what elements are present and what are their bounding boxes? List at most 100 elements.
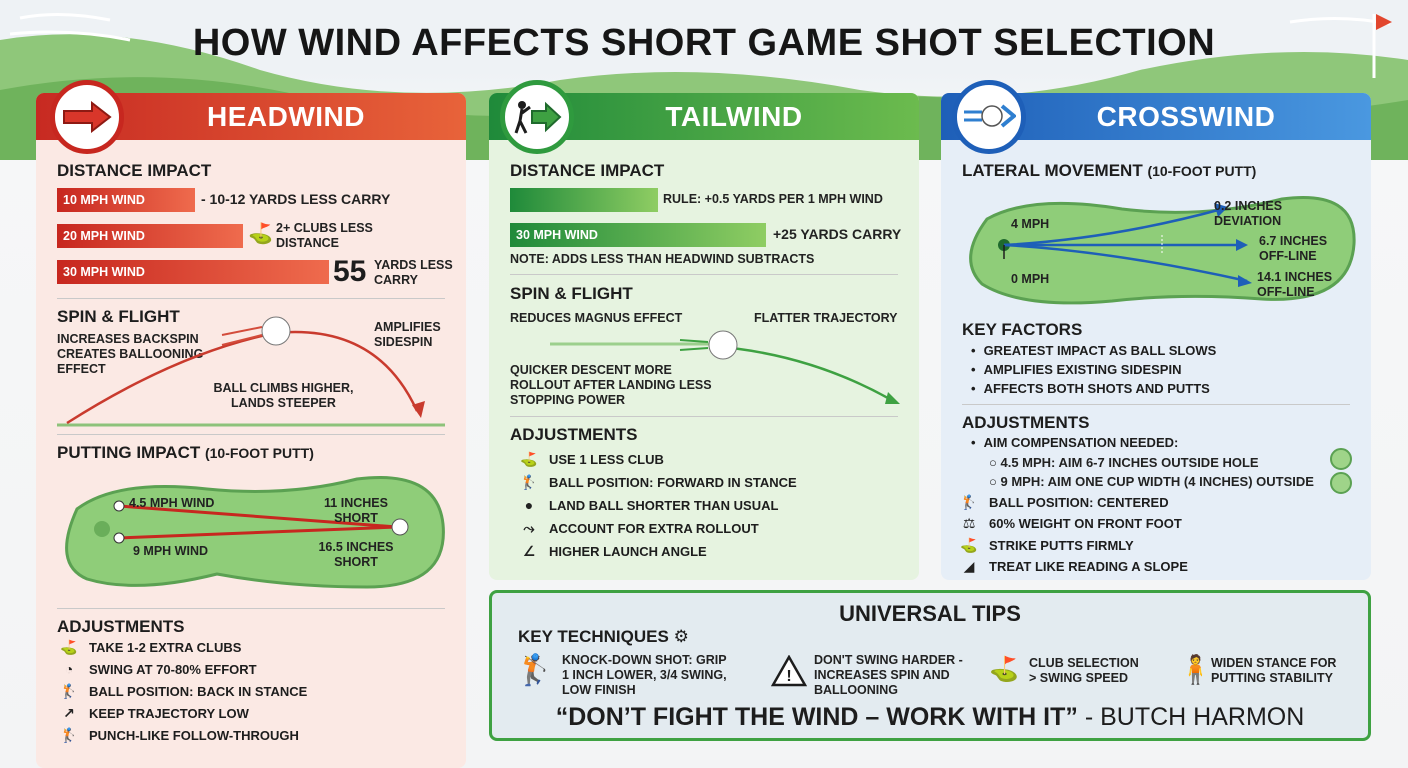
- headwind-bar-20mph-note: 2+ CLUBS LESS DISTANCE: [276, 221, 373, 250]
- adjustment-text: USE 1 LESS CLUB: [549, 451, 664, 467]
- headwind-bar-20mph: 20 MPH WIND: [57, 224, 243, 248]
- tailwind-spin-bottom: QUICKER DESCENT MORE ROLLOUT AFTER LANDI…: [510, 363, 712, 407]
- key-techniques-text: KEY TECHNIQUES: [518, 627, 669, 646]
- divider: [57, 298, 445, 299]
- crosswind-badge: [952, 80, 1026, 154]
- tip-club-selection: CLUB SELECTION > SWING SPEED: [1029, 656, 1139, 685]
- divider: [510, 274, 898, 275]
- crosswind-aim-item: ○ 9 MPH: AIM ONE CUP WIDTH (4 INCHES) OU…: [989, 474, 1314, 489]
- club-selection-icon: ⛳: [989, 656, 1019, 683]
- bar-label: 10 MPH WIND: [63, 193, 145, 207]
- tailwind-adjustment: ∠ HIGHER LAUNCH ANGLE: [517, 541, 707, 561]
- stance-icon: 🧍: [1178, 654, 1213, 685]
- tailwind-adjustment: ⤳ ACCOUNT FOR EXTRA ROLLOUT: [517, 518, 759, 538]
- slope-icon: ◢: [963, 557, 975, 574]
- crosswind-lateral-title: LATERAL MOVEMENT (10-FOOT PUTT): [962, 161, 1256, 181]
- tailwind-adjustment: ● LAND BALL SHORTER THAN USUAL: [517, 495, 779, 515]
- adjustment-text: STRIKE PUTTS FIRMLY: [989, 537, 1134, 553]
- crosswind-adjustment: ◢ TREAT LIKE READING A SLOPE: [957, 556, 1188, 576]
- gauge-icon: ◔: [64, 661, 74, 677]
- headwind-bar-30mph-note: YARDS LESS CARRY: [374, 258, 453, 287]
- headwind-spin-left: INCREASES BACKSPIN CREATES BALLOONING EF…: [57, 332, 204, 376]
- tailwind-title: TAILWIND: [665, 100, 803, 132]
- headwind-adjustment: 🏌 PUNCH-LIKE FOLLOW-THROUGH: [57, 725, 299, 745]
- key-techniques-title: KEY TECHNIQUES ⚙: [518, 627, 689, 647]
- ball-icon: ●: [524, 497, 534, 513]
- crosswind-adjustment: ⚖ 60% WEIGHT ON FRONT FOOT: [957, 513, 1182, 533]
- aim-target-icon: [1330, 472, 1352, 494]
- svg-text:!: !: [786, 668, 791, 685]
- swing-icon: 🏌: [60, 726, 78, 743]
- adjustment-text: LAND BALL SHORTER THAN USUAL: [549, 497, 779, 513]
- lateral-title-text: LATERAL MOVEMENT: [962, 161, 1143, 180]
- aim-item-text: 4.5 MPH: AIM 6-7 INCHES OUTSIDE HOLE: [1000, 455, 1259, 470]
- crosswind-dev2: 6.7 INCHES OFF-LINE: [1259, 234, 1328, 263]
- tailwind-adjustment: 🏌 BALL POSITION: FORWARD IN STANCE: [517, 472, 797, 492]
- adjustment-text: TREAT LIKE READING A SLOPE: [989, 558, 1188, 574]
- adjustment-text: BALL POSITION: FORWARD IN STANCE: [549, 474, 797, 490]
- headwind-panel: HEADWIND DISTANCE IMPACT 10 MPH WIND - 1…: [36, 93, 466, 768]
- tailwind-note: NOTE: ADDS LESS THAN HEADWIND SUBTRACTS: [510, 252, 815, 266]
- divider: [57, 608, 445, 609]
- arrow-right-icon: [63, 101, 112, 133]
- headwind-putting-line2: 9 MPH WIND: [133, 544, 208, 558]
- quote-line: “DON’T FIGHT THE WIND – WORK WITH IT” - …: [492, 703, 1368, 732]
- headwind-spin-right: AMPLIFIES SIDESPIN: [374, 320, 441, 349]
- aim-item-text: 9 MPH: AIM ONE CUP WIDTH (4 INCHES) OUTS…: [1000, 474, 1314, 489]
- putting-subtitle: (10-FOOT PUTT): [204, 445, 314, 461]
- tailwind-distance-title: DISTANCE IMPACT: [510, 161, 665, 180]
- aim-item-icon: ○: [989, 474, 997, 489]
- adjustment-text: ACCOUNT FOR EXTRA ROLLOUT: [549, 520, 759, 536]
- tailwind-spin-title: SPIN & FLIGHT: [510, 284, 633, 303]
- crosswind-dev3: 14.1 INCHES OFF-LINE: [1257, 270, 1333, 299]
- tailwind-spin-right: FLATTER TRAJECTORY: [754, 311, 898, 325]
- page-title: HOW WIND AFFECTS SHORT GAME SHOT SELECTI…: [192, 22, 1216, 64]
- tailwind-bar-30mph: 30 MPH WIND: [510, 223, 766, 247]
- headwind-putting-short1: 11 INCHES SHORT: [324, 496, 388, 525]
- warning-icon: !: [771, 655, 807, 687]
- headwind-adjustment: ⛳ TAKE 1-2 EXTRA CLUBS: [57, 637, 241, 657]
- crosswind-aim-list: AIM COMPENSATION NEEDED:: [971, 433, 1179, 452]
- headwind-flight-diagram: [57, 316, 445, 427]
- crosswind-adjustment: ⛳ STRIKE PUTTS FIRMLY: [957, 535, 1134, 555]
- scale-icon: ⚖: [962, 514, 976, 531]
- clubs-icon: ⛳: [60, 638, 78, 655]
- crosswind-putting-green: [969, 196, 1356, 305]
- divider: [962, 404, 1350, 405]
- headwind-bar-30mph-big: 55: [333, 255, 367, 288]
- bar-label: 30 MPH WIND: [63, 265, 145, 279]
- headwind-title: HEADWIND: [207, 100, 365, 132]
- adjustment-text: 60% WEIGHT ON FRONT FOOT: [989, 515, 1182, 531]
- tailwind-badge: [500, 80, 574, 154]
- bar-label: 30 MPH WIND: [516, 228, 598, 242]
- tip-dont-swing-harder: DON'T SWING HARDER - INCREASES SPIN AND …: [814, 653, 963, 697]
- headwind-putting-title: PUTTING IMPACT (10-FOOT PUTT): [57, 443, 314, 463]
- crosswind-dev1: 0.2 INCHES DEVIATION: [1214, 199, 1283, 228]
- universal-title: UNIVERSAL TIPS: [839, 601, 1021, 626]
- headwind-putting-short2: 16.5 INCHES SHORT: [318, 540, 394, 569]
- adjustment-text: HIGHER LAUNCH ANGLE: [549, 543, 707, 559]
- crosswind-factors-list: GREATEST IMPACT AS BALL SLOWS AMPLIFIES …: [971, 341, 1217, 398]
- aim-item-icon: ○: [989, 455, 997, 470]
- tailwind-rule: RULE: +0.5 YARDS PER 1 MPH WIND: [663, 192, 883, 206]
- adjustment-text: BALL POSITION: BACK IN STANCE: [89, 683, 308, 699]
- headwind-adjustment: ↗ KEEP TRAJECTORY LOW: [57, 703, 249, 723]
- tailwind-panel: TAILWIND DISTANCE IMPACT RULE: +0.5 YARD…: [489, 93, 919, 580]
- aim-heading: AIM COMPENSATION NEEDED:: [971, 433, 1179, 452]
- tip-widen-stance: WIDEN STANCE FOR PUTTING STABILITY: [1211, 656, 1337, 685]
- headwind-bar-10mph-note: - 10-12 YARDS LESS CARRY: [201, 191, 391, 207]
- bar-label: 20 MPH WIND: [63, 229, 145, 243]
- headwind-adjustments-title: ADJUSTMENTS: [57, 617, 185, 636]
- adjustment-text: PUNCH-LIKE FOLLOW-THROUGH: [89, 727, 299, 743]
- putting-title-text: PUTTING IMPACT: [57, 443, 201, 462]
- club-icon: ⛳: [520, 450, 538, 467]
- crosswind-aim-item: ○ 4.5 MPH: AIM 6-7 INCHES OUTSIDE HOLE: [989, 455, 1259, 470]
- tip-knockdown: KNOCK-DOWN SHOT: GRIP 1 INCH LOWER, 3/4 …: [562, 653, 727, 697]
- headwind-badge: [50, 80, 124, 154]
- headwind-spin-title: SPIN & FLIGHT: [57, 307, 180, 326]
- trajectory-icon: ↗: [63, 704, 75, 721]
- headwind-adjustment: ◔ SWING AT 70-80% EFFORT: [57, 659, 257, 679]
- tailwind-spin-left: REDUCES MAGNUS EFFECT: [510, 311, 683, 325]
- tailwind-adjustments-title: ADJUSTMENTS: [510, 425, 638, 444]
- gear-icon: ⚙: [673, 627, 689, 646]
